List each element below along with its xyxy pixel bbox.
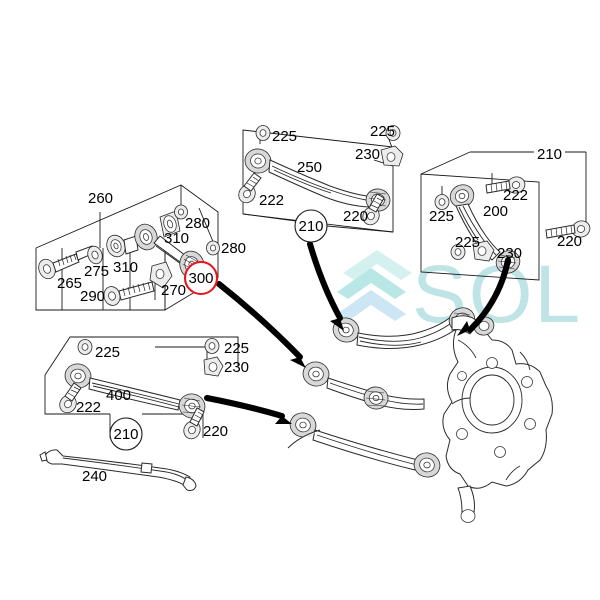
part-275-washer (87, 245, 103, 265)
label-m-250: 250 (297, 159, 322, 176)
part-230-plate-bl (203, 356, 224, 377)
assembly-middle-control-arm (302, 361, 425, 410)
bottom-left-kit-panel (39, 336, 239, 491)
label-310-b: 310 (164, 230, 189, 247)
main-suspension-assembly (287, 307, 553, 523)
assembly-rear-toe-link (287, 429, 321, 449)
part-number-labels: 260 265 275 310 310 280 280 290 270 300 … (57, 123, 582, 485)
part-310-bushing-left (106, 234, 139, 258)
annotation-arrows (204, 241, 511, 424)
label-m-222: 222 (259, 192, 284, 209)
arrow-210-middle (307, 241, 344, 331)
label-m-225b: 225 (370, 123, 395, 140)
label-260: 260 (88, 190, 113, 207)
part-222-bolt-bl (59, 382, 82, 414)
sol-chevron-logo-icon (337, 250, 412, 321)
label-b-240: 240 (82, 468, 107, 485)
callout-circles (109, 209, 328, 451)
label-b-230: 230 (224, 359, 249, 376)
part-222-bolt-right (485, 176, 526, 194)
label-m-225: 225 (272, 128, 297, 145)
callout-circle-300-highlight (183, 260, 219, 296)
arrow-300 (216, 281, 306, 368)
part-290-bolt (103, 281, 155, 306)
label-r-210: 210 (537, 146, 562, 163)
part-280-washer-lower (206, 240, 220, 256)
part-225-nut-middle (255, 125, 271, 141)
label-m-220: 220 (343, 208, 368, 225)
label-r-222: 222 (503, 187, 528, 204)
part-240-rail (39, 449, 197, 491)
label-270: 270 (161, 282, 186, 299)
label-275: 275 (84, 263, 109, 280)
label-280-a: 280 (185, 215, 210, 232)
label-r-220: 220 (557, 233, 582, 250)
part-225-nut-bl-right (204, 338, 220, 354)
assembly-wheel-carrier-knuckle (442, 315, 553, 523)
part-230-plate-right (472, 240, 495, 262)
part-225-nut-right-lower (450, 244, 466, 260)
assembly-lower-control-arm (289, 412, 441, 478)
part-230-plate-middle (380, 145, 404, 167)
label-b-400: 400 (106, 387, 131, 404)
part-220-bolt-middle (362, 193, 385, 226)
part-400-control-arm (64, 363, 206, 419)
label-b-225b: 225 (224, 340, 249, 357)
arrow-400 (204, 395, 292, 424)
part-270-bracket (149, 261, 173, 289)
label-290: 290 (80, 288, 105, 305)
top-right-kit-panel (420, 151, 591, 281)
part-222-bolt-middle (238, 172, 262, 204)
callout-circle-210-middle (294, 209, 328, 243)
part-225-nut-bl-left (77, 339, 93, 355)
label-310-a: 310 (113, 259, 138, 276)
part-280-washer-upper (174, 204, 188, 220)
label-b-222: 222 (76, 399, 101, 416)
part-310-bushing-right (159, 210, 181, 238)
label-265: 265 (57, 275, 82, 292)
label-r-230: 230 (497, 245, 522, 262)
label-r-200: 200 (483, 203, 508, 220)
part-225-nut-right-upper (434, 194, 450, 210)
part-220-bolt-bl (183, 407, 205, 440)
label-r-225b: 225 (455, 234, 480, 251)
part-220-bolt-right (545, 220, 591, 239)
label-b-225a: 225 (95, 344, 120, 361)
label-r-225a: 225 (429, 208, 454, 225)
label-280-b: 280 (221, 240, 246, 257)
label-m-230: 230 (355, 146, 380, 163)
label-b-220: 220 (203, 423, 228, 440)
label-300: 300 (188, 270, 213, 287)
label-b-210: 210 (113, 426, 138, 443)
top-middle-kit-panel (238, 125, 404, 233)
arrow-200-right (457, 257, 511, 336)
upper-left-kit-panel (35, 184, 220, 311)
label-m-210: 210 (298, 218, 323, 235)
part-225-nut-middle-right (385, 125, 401, 141)
callout-circle-210-bottom-left (109, 417, 143, 451)
